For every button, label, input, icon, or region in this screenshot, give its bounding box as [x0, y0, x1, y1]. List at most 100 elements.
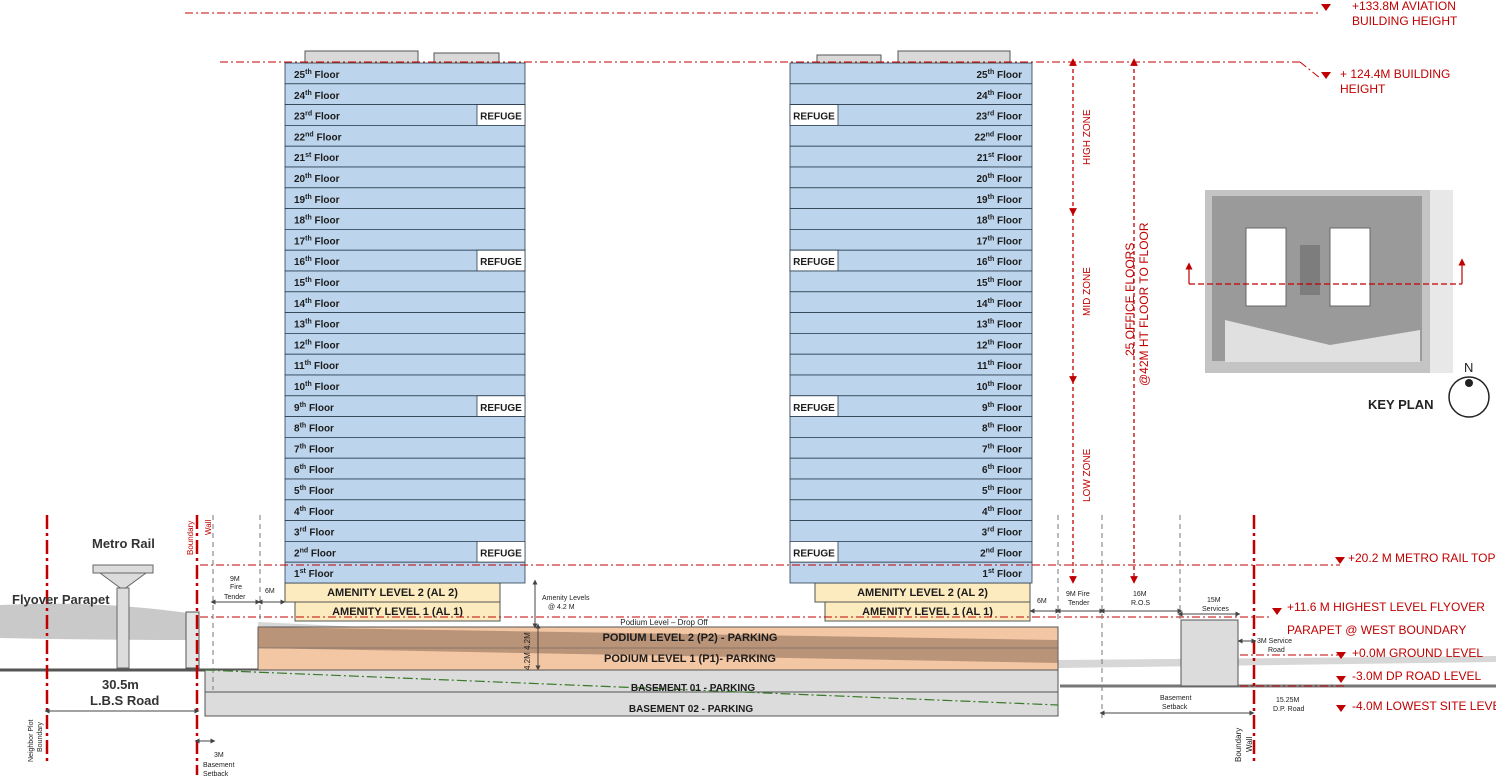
- amenity-levels-note: Amenity Levels: [542, 595, 590, 602]
- level-aviation-label: +133.8M AVIATION: [1352, 0, 1456, 13]
- floor-label: 9th Floor: [982, 402, 1022, 414]
- floor-label: 20th Floor: [976, 173, 1022, 185]
- level-metro-top-label: +20.2 M METRO RAIL TOP: [1348, 551, 1496, 565]
- floor-label: 19th Floor: [976, 194, 1022, 206]
- basement-setback-left-label-2: Basement: [203, 762, 235, 769]
- office-floors-label-2: @42M HT FLOOR TO FLOOR: [1137, 222, 1151, 386]
- dp-road-width-label-2: D.P. Road: [1273, 706, 1304, 713]
- floor-label: 14th Floor: [976, 298, 1022, 310]
- level-aviation-label-2: BUILDING HEIGHT: [1352, 14, 1458, 28]
- floor-label: 15th Floor: [976, 277, 1022, 289]
- metro-rail-label: Metro Rail: [92, 536, 155, 551]
- floor-label: 23rd Floor: [976, 111, 1022, 123]
- level-ground-label: +0.0M GROUND LEVEL: [1352, 646, 1483, 660]
- services-block: [1180, 619, 1239, 687]
- level-building-label-2: HEIGHT: [1340, 82, 1386, 96]
- fire-tender-label-3: Tender: [224, 594, 246, 601]
- amenity-level-1-label: AMENITY LEVEL 1 (AL 1): [862, 606, 993, 618]
- zone-dimensions: [1069, 58, 1138, 584]
- floor-label: 6th Floor: [294, 464, 334, 476]
- flyover-parapet-label: Flyover Parapet: [12, 592, 110, 607]
- floor-slab: [284, 561, 526, 584]
- floor-label: 23rd Floor: [294, 111, 340, 123]
- level-dp-road-label: -3.0M DP ROAD LEVEL: [1352, 669, 1481, 683]
- floor-label: 16th Floor: [976, 256, 1022, 268]
- floor-label: 10th Floor: [294, 381, 340, 393]
- floor-label: 7th Floor: [294, 443, 334, 455]
- dp-road-width-label: 15.25M: [1276, 697, 1300, 704]
- level-building-label: + 124.4M BUILDING: [1340, 67, 1450, 81]
- floor-label: 12th Floor: [976, 339, 1022, 351]
- level-flyover-label-2: PARAPET @ WEST BOUNDARY: [1287, 623, 1466, 637]
- fire-tender-label-2: Fire: [230, 584, 242, 591]
- amenity-level-2-label: AMENITY LEVEL 2 (AL 2): [327, 587, 458, 599]
- refuge-label: REFUGE: [793, 257, 835, 268]
- amenity-level-1-block: [294, 601, 501, 622]
- refuge-label: REFUGE: [793, 112, 835, 123]
- floor-label: 21st Floor: [977, 152, 1022, 164]
- north-label: N: [1464, 360, 1473, 375]
- amenity-level-1-label: AMENITY LEVEL 1 (AL 1): [332, 606, 463, 618]
- floor-label: 24th Floor: [976, 90, 1022, 102]
- boundary-wall-right-label-2: Wall: [1245, 737, 1254, 752]
- east-6m-label: 6M: [1037, 598, 1047, 605]
- six-m-label: 6M: [265, 588, 275, 595]
- floor-label: 21st Floor: [294, 152, 339, 164]
- key-plan-label: KEY PLAN: [1368, 397, 1434, 412]
- mid-zone-label: MID ZONE: [1082, 267, 1093, 316]
- refuge-label: REFUGE: [480, 403, 522, 414]
- neighbor-boundary-label: Neighbor Plot: [28, 720, 35, 762]
- floor-label: 4th Floor: [982, 506, 1022, 518]
- floor-label: 4th Floor: [294, 506, 334, 518]
- floor-label: 2nd Floor: [294, 547, 336, 559]
- amenity-levels-note-2: @ 4.2 M: [548, 604, 575, 611]
- floor-label: 3rd Floor: [294, 527, 334, 539]
- floor-label: 3rd Floor: [982, 527, 1022, 539]
- ros-label: 16M: [1133, 591, 1147, 598]
- east-basement-setback-label-2: Setback: [1162, 704, 1188, 711]
- floor-label: 22nd Floor: [975, 131, 1023, 143]
- high-zone-label: HIGH ZONE: [1082, 109, 1093, 165]
- floor-label: 13th Floor: [294, 319, 340, 331]
- fire-tender-label: 9M: [230, 576, 240, 583]
- floor-label: 18th Floor: [294, 215, 340, 227]
- floor-label: 17th Floor: [294, 235, 340, 247]
- floor-label: 13th Floor: [976, 319, 1022, 331]
- podium-height-note: 4.2M 4.2M: [523, 632, 532, 670]
- metro-rail-pier: [92, 564, 154, 669]
- service-road-label-2: Road: [1268, 647, 1285, 654]
- basement-1-label: BASEMENT 01 - PARKING: [631, 683, 755, 694]
- basement-2-block: [204, 689, 1059, 717]
- level-flyover-label: +11.6 M HIGHEST LEVEL FLYOVER: [1287, 600, 1485, 614]
- east-fire-tender-label: 9M Fire: [1066, 591, 1090, 598]
- podium-level-1-label: PODIUM LEVEL 1 (P1)- PARKING: [604, 653, 776, 665]
- amenity-level-2-label: AMENITY LEVEL 2 (AL 2): [857, 587, 988, 599]
- services-label-2: Services: [1202, 606, 1229, 613]
- refuge-label: REFUGE: [480, 257, 522, 268]
- refuge-label: REFUGE: [793, 403, 835, 414]
- basement-setback-left-label: 3M: [214, 752, 224, 759]
- floor-label: 8th Floor: [294, 423, 334, 435]
- datum-lines: [185, 12, 1345, 687]
- refuge-label: REFUGE: [480, 112, 522, 123]
- ros-label-2: R.O.S: [1131, 600, 1150, 607]
- refuge-label: REFUGE: [480, 548, 522, 559]
- north-arrow-icon: [1448, 376, 1490, 418]
- east-fire-tender-label-2: Tender: [1068, 600, 1090, 607]
- floor-label: 5th Floor: [294, 485, 334, 497]
- road-width-label: 30.5m: [102, 677, 139, 692]
- floor-label: 2nd Floor: [980, 547, 1022, 559]
- floor-label: 14th Floor: [294, 298, 340, 310]
- road-name-label: L.B.S Road: [90, 693, 159, 708]
- basement-setback-left-label-3: Setback: [203, 771, 229, 778]
- level-lowest-label: -4.0M LOWEST SITE LEVEL: [1352, 699, 1496, 713]
- key-plan: [1185, 190, 1466, 373]
- refuge-label: REFUGE: [793, 548, 835, 559]
- floor-label: 24th Floor: [294, 90, 340, 102]
- flyover-shadow: [258, 627, 1058, 663]
- floor-label: 16th Floor: [294, 256, 340, 268]
- boundary-wall-left-label: Boundary: [186, 521, 195, 555]
- floor-label: 12th Floor: [294, 339, 340, 351]
